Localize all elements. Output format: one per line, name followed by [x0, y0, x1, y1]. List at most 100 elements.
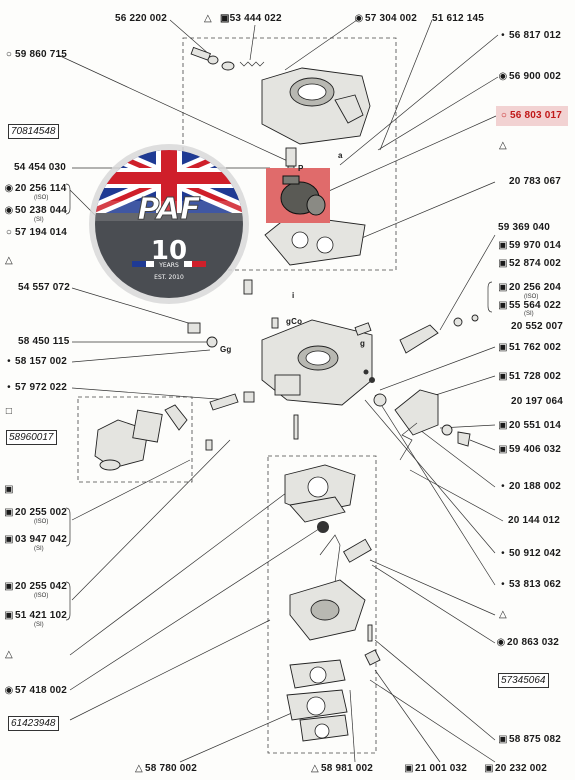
part-label: ◉20 863 032	[496, 637, 559, 649]
part-label: △▣53 444 022	[203, 13, 282, 25]
part-number: 52 874 002	[509, 258, 562, 269]
letter-gg: Gg	[220, 345, 232, 354]
part-number: 20 255 002	[15, 507, 68, 518]
part-number: 58 157 002	[15, 356, 68, 367]
logo-graphic: PAF 10 YEARS EST. 2010	[89, 144, 249, 304]
dot-circle-icon: ◉	[4, 183, 14, 194]
part-label-highlighted: ○56 803 017	[499, 110, 562, 122]
dot-circle-icon: ◉	[498, 71, 508, 82]
part-label: ▣55 564 022	[498, 300, 561, 312]
part-label: •53 813 062	[498, 579, 561, 591]
part-label: ▣20 551 014	[498, 420, 561, 432]
part-number: 20 256 204	[509, 282, 562, 293]
dot-square-icon: ▣	[498, 734, 508, 745]
part-label: △58 780 002	[134, 763, 197, 775]
part-label: ○59 860 715	[4, 49, 67, 61]
part-number: 20 255 042	[15, 581, 68, 592]
dot-icon: •	[501, 481, 505, 492]
dot-circle-icon: ◉	[4, 205, 14, 216]
part-number: 59 860 715	[15, 49, 68, 60]
part-number: 55 564 022	[509, 300, 562, 311]
part-label: 20 144 012	[508, 515, 561, 526]
part-number: 57 304 002	[365, 13, 418, 24]
triangle-icon: △	[5, 255, 13, 266]
dot-icon: •	[501, 30, 505, 41]
dot-square-icon: ▣	[498, 371, 508, 382]
part-number: 20 256 114	[15, 183, 67, 194]
part-number: 57 194 014	[15, 227, 68, 238]
dot-square-icon: ▣	[4, 507, 14, 518]
part-label: 58 450 115	[18, 336, 70, 347]
part-number: 57 418 002	[15, 685, 68, 696]
part-label: 20 552 007	[511, 321, 564, 332]
linkage-parts	[394, 314, 479, 461]
part-label: • 56 817 012	[498, 30, 561, 42]
letter-i: i	[292, 291, 295, 300]
circle-icon: ○	[5, 49, 13, 60]
part-number: 57 972 022	[15, 382, 68, 393]
group-ref-box: 57345064	[498, 673, 549, 688]
triangle-icon: △	[204, 13, 212, 24]
part-number: 56 803 017	[510, 110, 563, 121]
dot-square-icon: ▣	[4, 534, 14, 545]
part-label: 51 612 145	[432, 13, 485, 24]
part-number: 51 421 102	[15, 610, 68, 621]
group-ref-box: 61423948	[8, 716, 59, 731]
letter-g: g	[360, 339, 366, 348]
triangle-marker: △	[4, 255, 15, 267]
brackets	[65, 183, 493, 621]
dot-square-icon: ▣	[4, 581, 14, 592]
si-note: (SI)	[34, 622, 44, 628]
part-label: •20 188 002	[498, 481, 561, 493]
part-label: ○57 194 014	[4, 227, 67, 239]
part-label: ▣51 762 002	[498, 342, 561, 354]
part-number: 20 232 002	[495, 763, 548, 774]
part-number: 51 728 002	[509, 371, 562, 382]
group-ref-box: 70814548	[8, 124, 59, 139]
iso-note: (ISO)	[34, 195, 49, 201]
part-number: 58 875 082	[509, 734, 562, 745]
dot-square-icon: ▣	[404, 763, 414, 774]
dot-circle-icon: ◉	[354, 13, 364, 24]
part-number: 20 863 032	[507, 637, 560, 648]
part-label: • 58 157 002	[4, 356, 67, 368]
triangle-icon: △	[5, 649, 13, 660]
part-label: ▣03 947 042	[4, 534, 67, 546]
paf-logo-badge: PAF 10 YEARS EST. 2010	[88, 143, 250, 305]
triangle-icon: △	[135, 763, 143, 774]
dot-circle-icon: ◉	[4, 685, 14, 696]
accelerator-pump	[94, 404, 188, 471]
part-label: ▣20 255 002	[4, 507, 67, 519]
part-label: •50 912 042	[498, 548, 561, 560]
triangle-marker: △	[498, 609, 509, 621]
si-note: (SI)	[524, 311, 534, 317]
highlight-part-label	[496, 106, 568, 126]
part-number: 20 551 014	[509, 420, 562, 431]
part-label: ◉57 304 002	[354, 13, 417, 25]
screw-part	[190, 46, 219, 65]
carburettor-body	[261, 319, 373, 406]
part-number: 58 981 002	[321, 763, 374, 774]
part-number: 56 817 012	[509, 30, 562, 41]
part-label: ▣21 001 032	[404, 763, 467, 775]
letter-p: P	[298, 164, 304, 173]
part-number: 51 762 002	[509, 342, 562, 353]
part-label: ▣59 406 032	[498, 444, 561, 456]
dot-icon: •	[7, 356, 11, 367]
letter-gco: gCo	[286, 317, 303, 326]
part-label: ▣58 875 082	[498, 734, 561, 746]
part-label: ◉56 900 002	[498, 71, 561, 83]
dot-square-icon: ▣	[498, 444, 508, 455]
spring-part	[239, 61, 265, 67]
part-label: 20 783 067	[498, 176, 561, 188]
part-label: ◉50 238 044	[4, 205, 67, 217]
part-label: 54 454 030	[14, 162, 67, 173]
dot-icon: •	[7, 382, 11, 393]
pump-group-box	[77, 396, 193, 483]
group-ref-box: 58960017	[6, 430, 57, 445]
logo-est: EST. 2010	[154, 274, 184, 281]
part-number: 50 238 044	[15, 205, 68, 216]
